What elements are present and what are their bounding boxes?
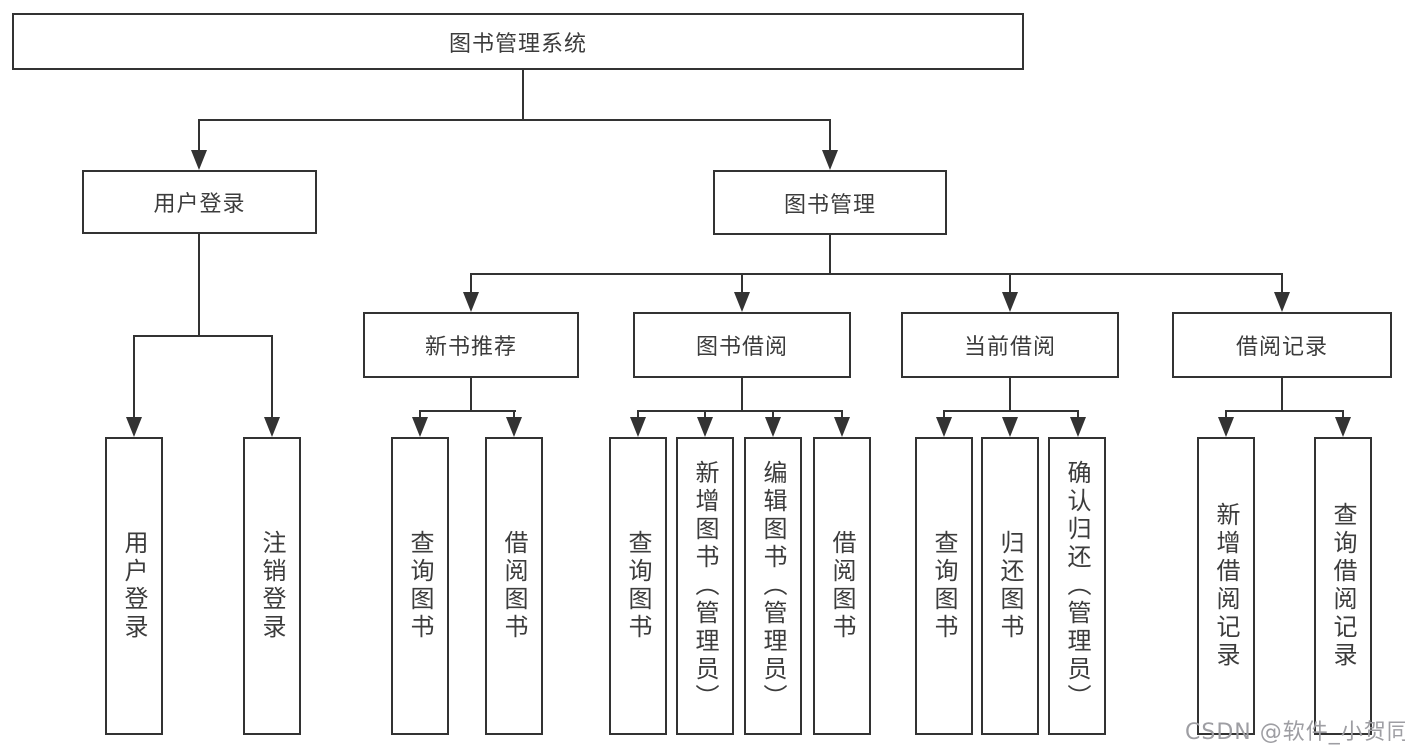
connector-line	[1077, 410, 1079, 420]
connector-line	[943, 410, 1079, 412]
arrow-down-icon	[126, 417, 142, 437]
arrow-down-icon	[1335, 417, 1351, 437]
node-book-borrow: 图书借阅	[633, 312, 851, 378]
leaf-confirm-return-admin-label: 确认归还（管理员）	[1063, 460, 1091, 712]
leaf-query-borrow-record-label: 查询借阅记录	[1329, 502, 1357, 670]
arrow-down-icon	[1002, 417, 1018, 437]
leaf-logout: 注销登录	[243, 437, 301, 735]
connector-line	[470, 273, 1283, 275]
connector-line	[419, 410, 421, 420]
leaf-borrow-books-label: 借阅图书	[828, 530, 856, 642]
leaf-return-books-label: 归还图书	[996, 530, 1024, 642]
leaf-query-books-recommend: 查询图书	[391, 437, 449, 735]
connector-line	[1281, 273, 1283, 295]
csdn-watermark: CSDN @软件_小贺同学	[1185, 720, 1405, 745]
leaf-add-borrow-record: 新增借阅记录	[1197, 437, 1255, 735]
leaf-borrow-books: 借阅图书	[813, 437, 871, 735]
arrow-down-icon	[506, 417, 522, 437]
connector-line	[522, 70, 524, 120]
connector-line	[470, 273, 472, 295]
arrow-down-icon	[191, 150, 207, 170]
arrow-down-icon	[264, 417, 280, 437]
arrow-down-icon	[630, 417, 646, 437]
leaf-borrow-books-recommend: 借阅图书	[485, 437, 543, 735]
node-user-login-label: 用户登录	[153, 192, 246, 217]
connector-line	[198, 119, 831, 121]
connector-line	[841, 410, 843, 420]
connector-line	[1009, 273, 1011, 295]
leaf-user-login-label: 用户登录	[120, 530, 148, 642]
arrow-down-icon	[463, 292, 479, 312]
connector-line	[1225, 410, 1227, 420]
connector-line	[133, 335, 273, 337]
connector-line	[133, 335, 135, 420]
arrow-down-icon	[1274, 292, 1290, 312]
connector-line	[198, 233, 200, 337]
connector-line	[704, 410, 706, 420]
connector-line	[1009, 378, 1011, 411]
arrow-down-icon	[1218, 417, 1234, 437]
leaf-add-borrow-record-label: 新增借阅记录	[1212, 502, 1240, 670]
arrow-down-icon	[936, 417, 952, 437]
leaf-user-login: 用户登录	[105, 437, 163, 735]
connector-line	[829, 235, 831, 275]
node-current-borrow-label: 当前借阅	[963, 335, 1056, 360]
leaf-query-books-current-label: 查询图书	[930, 530, 958, 642]
connector-line	[741, 378, 743, 411]
connector-line	[271, 335, 273, 420]
node-root-label: 图书管理系统	[448, 31, 587, 57]
leaf-confirm-return-admin: 确认归还（管理员）	[1048, 437, 1106, 735]
node-new-book-recommend: 新书推荐	[363, 312, 579, 378]
connector-line	[772, 410, 774, 420]
connector-line	[1281, 378, 1283, 411]
leaf-edit-books-admin-label: 编辑图书（管理员）	[759, 460, 787, 712]
leaf-return-books: 归还图书	[981, 437, 1039, 735]
leaf-query-books-recommend-label: 查询图书	[406, 530, 434, 642]
arrow-down-icon	[734, 292, 750, 312]
connector-line	[637, 410, 843, 412]
connector-line	[470, 378, 472, 411]
arrow-down-icon	[834, 417, 850, 437]
connector-line	[1342, 410, 1344, 420]
connector-line	[637, 410, 639, 420]
node-current-borrow: 当前借阅	[901, 312, 1119, 378]
connector-line	[943, 410, 945, 420]
node-new-book-recommend-label: 新书推荐	[424, 335, 517, 360]
leaf-query-books-current: 查询图书	[915, 437, 973, 735]
leaf-add-books-admin-label: 新增图书（管理员）	[691, 460, 719, 712]
node-book-management: 图书管理	[713, 170, 947, 235]
connector-line	[419, 410, 516, 412]
leaf-edit-books-admin: 编辑图书（管理员）	[744, 437, 802, 735]
node-book-borrow-label: 图书借阅	[695, 335, 788, 360]
node-borrow-records-label: 借阅记录	[1235, 335, 1328, 360]
connector-line	[198, 119, 200, 153]
leaf-add-books-admin: 新增图书（管理员）	[676, 437, 734, 735]
arrow-down-icon	[697, 417, 713, 437]
node-root: 图书管理系统	[12, 13, 1024, 70]
arrow-down-icon	[1070, 417, 1086, 437]
connector-line	[513, 410, 515, 420]
arrow-down-icon	[822, 150, 838, 170]
connector-line	[741, 273, 743, 295]
connector-line	[829, 119, 831, 153]
leaf-borrow-books-recommend-label: 借阅图书	[500, 530, 528, 642]
node-user-login: 用户登录	[82, 170, 317, 234]
node-borrow-records: 借阅记录	[1172, 312, 1392, 378]
leaf-query-books-borrow: 查询图书	[609, 437, 667, 735]
connector-line	[1225, 410, 1344, 412]
leaf-query-borrow-record: 查询借阅记录	[1314, 437, 1372, 735]
arrow-down-icon	[765, 417, 781, 437]
leaf-query-books-borrow-label: 查询图书	[624, 530, 652, 642]
node-book-management-label: 图书管理	[783, 192, 876, 218]
leaf-logout-label: 注销登录	[258, 530, 286, 642]
arrow-down-icon	[1002, 292, 1018, 312]
arrow-down-icon	[412, 417, 428, 437]
